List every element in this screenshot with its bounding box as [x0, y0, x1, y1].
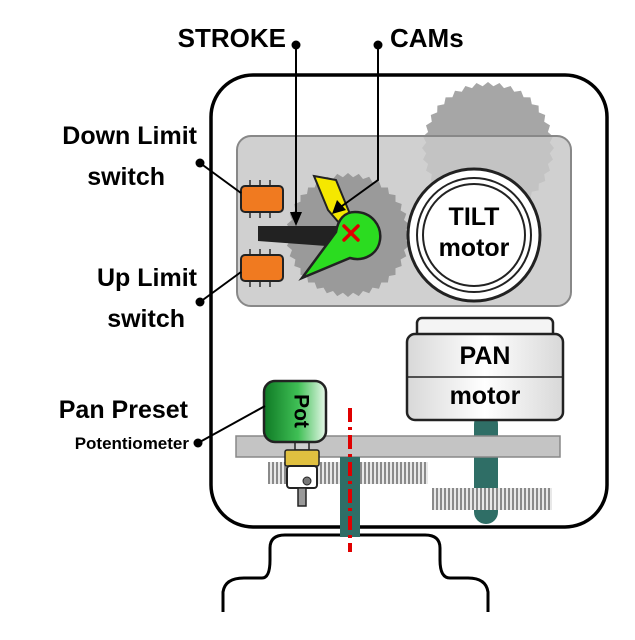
tilt-motor: TILT motor: [406, 167, 542, 303]
down-limit-switch: [240, 180, 284, 218]
pan-preset-callout-line: [197, 405, 266, 444]
pan-motor-label-2: motor: [450, 382, 521, 410]
tilt-motor-label-1: TILT: [449, 203, 500, 231]
pan-preset-potentiometer: Pot: [262, 379, 328, 507]
pan-preset-label-line2: Potentiometer: [75, 434, 190, 453]
cam-pivot-x-mark: [342, 224, 360, 242]
callout-lines: [197, 45, 379, 444]
cam-green: [298, 210, 382, 281]
pan-motor-label-1: PAN: [460, 342, 511, 370]
cams-label: CAMs: [390, 23, 464, 53]
down-limit-callout-line: [199, 162, 242, 194]
tilt-motor-label-2: motor: [439, 234, 510, 262]
cams-callout-line: [341, 45, 379, 207]
base-stand: [221, 533, 490, 612]
up-limit-callout-line: [199, 271, 242, 303]
up-limit-switch: [240, 249, 284, 287]
pot-label: Pot: [289, 394, 312, 428]
up-limit-label-line1: Up Limit: [97, 264, 198, 292]
callout-arrowheads: [290, 200, 346, 226]
up-limit-label-line2: switch: [107, 305, 185, 333]
stroke-label: STROKE: [178, 23, 286, 53]
down-limit-label-line2: switch: [87, 163, 165, 191]
pan-gear-rack-right: [432, 488, 552, 510]
callout-dots: [193, 40, 383, 448]
down-limit-label-line1: Down Limit: [62, 122, 197, 150]
pan-preset-label-line1: Pan Preset: [59, 396, 189, 424]
